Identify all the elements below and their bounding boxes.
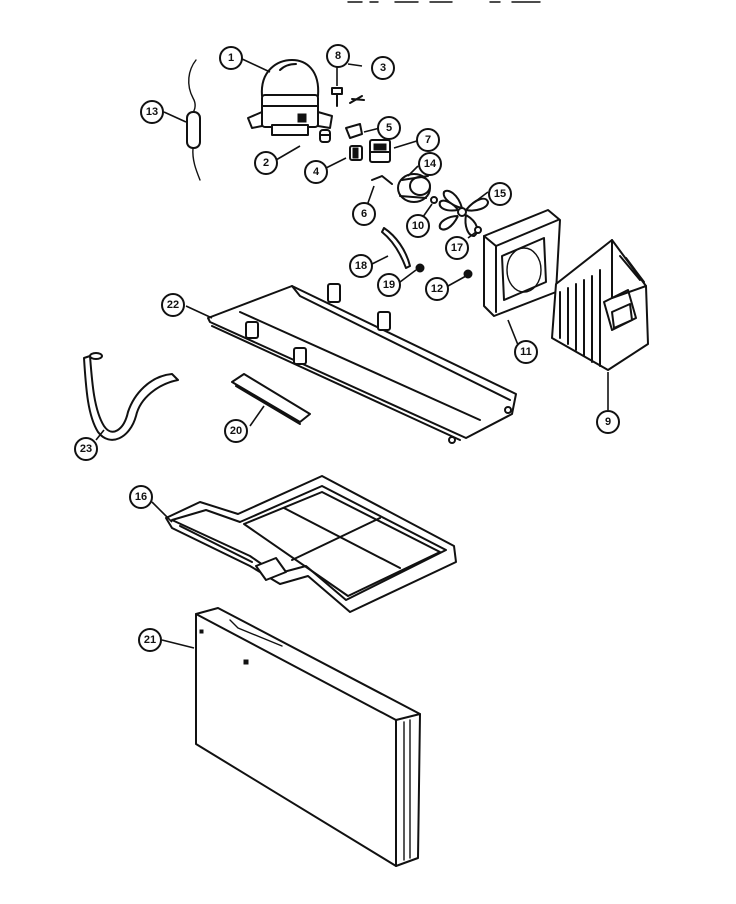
fan-motor-part-14 [397, 173, 431, 203]
channel-part-20 [231, 373, 311, 425]
washer-part-17 [474, 226, 482, 234]
callout-5: 5 [377, 116, 401, 140]
callout-22-label: 22 [167, 299, 179, 311]
callout-12-label: 12 [431, 283, 443, 295]
callout-23: 23 [74, 437, 98, 461]
fan-blade-part-15 [438, 189, 489, 237]
callout-15: 15 [488, 182, 512, 206]
grommet-part-2 [319, 129, 331, 143]
fan-shroud-part-11 [483, 209, 561, 317]
callout-13: 13 [140, 100, 164, 124]
callout-19-label: 19 [383, 279, 395, 291]
callout-3: 3 [371, 56, 395, 80]
callout-7: 7 [416, 128, 440, 152]
front-panel-part-21 [195, 607, 421, 867]
screw-part-19 [415, 263, 425, 273]
relay-cover-part-5 [345, 123, 363, 139]
callout-6-label: 6 [361, 208, 367, 220]
callout-20: 20 [224, 419, 248, 443]
callout-4: 4 [304, 160, 328, 184]
clip-part-6 [371, 175, 393, 185]
callout-8: 8 [326, 44, 350, 68]
callout-21-label: 21 [144, 634, 156, 646]
callout-11-label: 11 [520, 346, 532, 358]
callout-17: 17 [445, 236, 469, 260]
callout-8-label: 8 [335, 50, 341, 62]
callout-4-label: 4 [313, 166, 320, 178]
drier-part-13 [186, 59, 201, 181]
drain-hose-part-23 [83, 352, 179, 441]
callout-10-label: 10 [412, 220, 424, 232]
callout-17-label: 17 [451, 242, 463, 254]
callout-10: 10 [406, 214, 430, 238]
callout-18-label: 18 [355, 260, 367, 272]
bracket-part-18 [381, 227, 411, 269]
callout-2-label: 2 [263, 157, 269, 169]
compressor-part-1 [247, 59, 333, 136]
callout-9-label: 9 [605, 416, 611, 428]
clip-part-3 [349, 95, 365, 104]
callout-1-label: 1 [228, 52, 234, 64]
callout-22: 22 [161, 293, 185, 317]
callout-6: 6 [352, 202, 376, 226]
screw-part-8 [331, 87, 343, 107]
callout-1: 1 [219, 46, 243, 70]
callout-19: 19 [377, 273, 401, 297]
relay-part-7 [369, 139, 391, 163]
callout-15-label: 15 [494, 188, 506, 200]
callout-2: 2 [254, 151, 278, 175]
callout-9: 9 [596, 410, 620, 434]
callout-7-label: 7 [425, 134, 431, 146]
overload-part-4 [349, 145, 363, 161]
callout-16: 16 [129, 485, 153, 509]
base-rail-part-22 [207, 283, 517, 444]
callout-21: 21 [138, 628, 162, 652]
callout-14-label: 14 [424, 158, 437, 170]
callout-16-label: 16 [135, 491, 147, 503]
nut-part-10 [430, 196, 438, 204]
callout-13-label: 13 [146, 106, 158, 118]
callout-3-label: 3 [380, 62, 386, 74]
header-fragment [345, 0, 545, 4]
callout-23-label: 23 [80, 443, 92, 455]
condenser-part-9 [551, 239, 649, 371]
callout-18: 18 [349, 254, 373, 278]
callout-12: 12 [425, 277, 449, 301]
leader-lines [95, 57, 609, 649]
drain-pan-part-16 [165, 475, 457, 613]
callout-20-label: 20 [230, 425, 242, 437]
callout-5-label: 5 [386, 122, 392, 134]
callout-14: 14 [418, 152, 442, 176]
callout-11: 11 [514, 340, 538, 364]
